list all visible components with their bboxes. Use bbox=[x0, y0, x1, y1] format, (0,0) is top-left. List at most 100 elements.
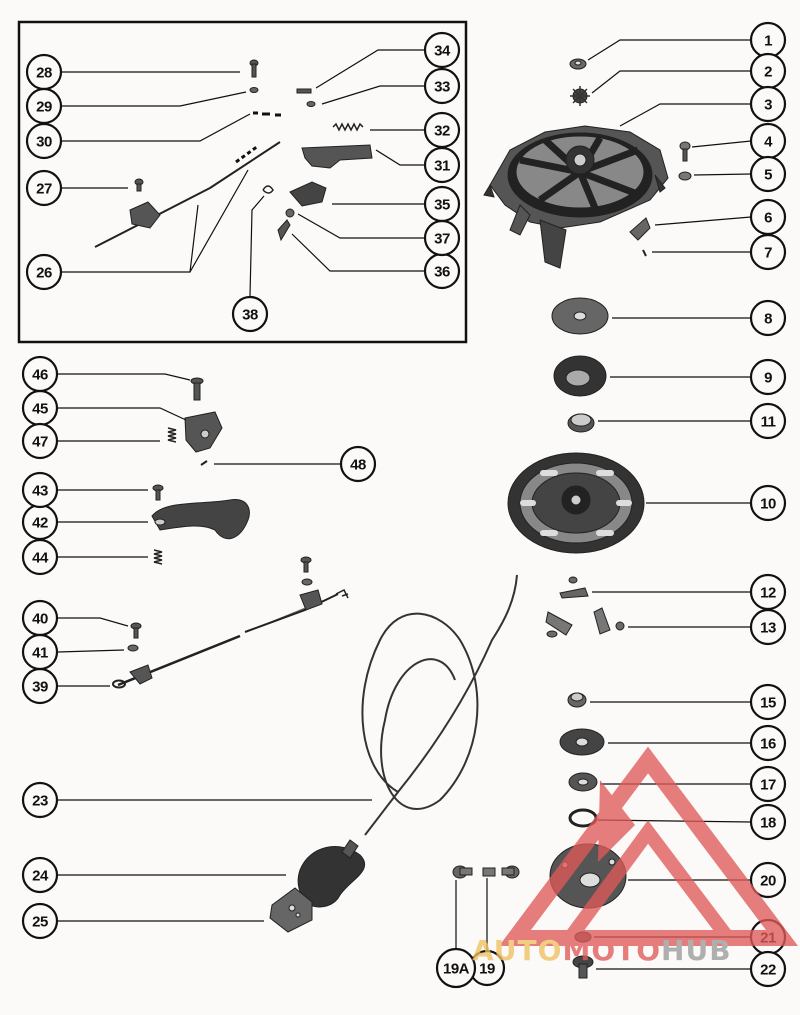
part-screw-4 bbox=[679, 141, 691, 162]
callout-44: 44 bbox=[21, 538, 59, 576]
callout-circle bbox=[21, 633, 59, 671]
leader-29 bbox=[60, 91, 247, 107]
callout-circle bbox=[231, 295, 269, 333]
part-spring-clip-38 bbox=[262, 185, 274, 194]
watermark-text-auto: AUTO bbox=[472, 934, 562, 967]
callout-19A: 19A bbox=[435, 947, 477, 989]
callout-label: 37 bbox=[434, 231, 450, 248]
part-screw-28 bbox=[249, 59, 259, 78]
part-spring-44 bbox=[153, 549, 163, 565]
callout-label: 35 bbox=[434, 197, 450, 214]
part-screw-36 bbox=[277, 219, 291, 242]
part-spring-47 bbox=[167, 427, 177, 443]
callout-2: 2 bbox=[749, 52, 787, 90]
callout-label: 10 bbox=[760, 496, 776, 513]
callout-37: 37 bbox=[423, 219, 461, 257]
callout-40: 40 bbox=[21, 599, 59, 637]
part-screw-43 bbox=[152, 484, 164, 501]
callout-label: 9 bbox=[764, 370, 772, 387]
callout-label: 3 bbox=[764, 97, 772, 114]
callout-label: 11 bbox=[761, 414, 776, 431]
callout-label: 26 bbox=[36, 265, 52, 282]
part-screw-27 bbox=[134, 178, 144, 192]
callout-label: 5 bbox=[764, 167, 772, 184]
callout-circle bbox=[21, 355, 59, 393]
callout-label: 39 bbox=[32, 679, 48, 696]
part-rope-23 bbox=[361, 574, 518, 836]
callout-9: 9 bbox=[749, 358, 787, 396]
callout-circle bbox=[423, 219, 461, 257]
leader-38 bbox=[249, 195, 265, 297]
part-washer-17 bbox=[568, 772, 598, 792]
leader-33 bbox=[321, 85, 425, 105]
callout-circle bbox=[749, 683, 787, 721]
callout-circle bbox=[749, 358, 787, 396]
part-washer-33 bbox=[306, 101, 316, 107]
part-washer-5 bbox=[678, 171, 692, 181]
part-disc-8 bbox=[551, 297, 609, 335]
callout-34: 34 bbox=[423, 31, 461, 69]
callout-8: 8 bbox=[749, 299, 787, 337]
callout-circle bbox=[749, 861, 787, 899]
part-pin-48 bbox=[200, 460, 208, 466]
callout-circle bbox=[749, 155, 787, 193]
callout-label: 30 bbox=[36, 134, 52, 151]
callout-label: 18 bbox=[760, 815, 776, 832]
callout-47: 47 bbox=[21, 422, 59, 460]
leader-1 bbox=[587, 39, 751, 61]
callout-circle bbox=[25, 253, 63, 291]
callout-29: 29 bbox=[25, 87, 63, 125]
callout-circle bbox=[423, 31, 461, 69]
svg-text:AUTOMOTOHUB: AUTOMOTOHUB bbox=[472, 934, 732, 967]
callout-26: 26 bbox=[25, 253, 63, 291]
part-link-rod-26 bbox=[94, 141, 281, 248]
callout-41: 41 bbox=[21, 633, 59, 671]
callout-circle bbox=[25, 169, 63, 207]
callout-15: 15 bbox=[749, 683, 787, 721]
callout-label: 24 bbox=[32, 868, 49, 885]
part-throttle-lever-31 bbox=[301, 144, 373, 169]
leader-5 bbox=[693, 173, 752, 176]
watermark-text-moto: MOTO bbox=[562, 934, 661, 967]
part-pawl-6 bbox=[629, 217, 651, 241]
callout-38: 38 bbox=[231, 295, 269, 333]
leader-4 bbox=[691, 140, 752, 148]
callout-label: 47 bbox=[32, 434, 48, 451]
callout-circle bbox=[749, 608, 787, 646]
callout-1: 1 bbox=[749, 21, 787, 59]
part-washer-29 bbox=[249, 87, 259, 93]
part-washer-16 bbox=[559, 728, 605, 756]
callout-3: 3 bbox=[749, 85, 787, 123]
callout-label: 38 bbox=[242, 307, 258, 324]
callout-label: 46 bbox=[32, 367, 48, 384]
callout-12: 12 bbox=[749, 573, 787, 611]
callout-circle bbox=[339, 445, 377, 483]
callout-circle bbox=[749, 233, 787, 271]
callout-label: 45 bbox=[32, 401, 48, 418]
callout-43: 43 bbox=[21, 471, 59, 509]
callout-circle bbox=[749, 803, 787, 841]
leader-46 bbox=[58, 373, 191, 381]
callout-circle bbox=[21, 781, 59, 819]
callout-20: 20 bbox=[749, 861, 787, 899]
callout-label: 7 bbox=[764, 245, 772, 262]
callout-label: 34 bbox=[434, 43, 451, 60]
callout-32: 32 bbox=[423, 111, 461, 149]
callout-28: 28 bbox=[25, 53, 63, 91]
callout-7: 7 bbox=[749, 233, 787, 271]
callout-label: 20 bbox=[760, 873, 776, 890]
callout-circle bbox=[749, 85, 787, 123]
part-pawl-12 bbox=[559, 576, 589, 599]
part-washer-41 bbox=[127, 644, 139, 652]
callout-10: 10 bbox=[749, 484, 787, 522]
callout-22: 22 bbox=[749, 950, 787, 988]
callout-17: 17 bbox=[749, 765, 787, 803]
callout-circle bbox=[21, 422, 59, 460]
leader-2 bbox=[591, 70, 751, 94]
part-nut-37 bbox=[285, 208, 295, 218]
callout-circle bbox=[21, 856, 59, 894]
callout-label: 12 bbox=[760, 585, 776, 602]
callout-48: 48 bbox=[339, 445, 377, 483]
part-pulley-10 bbox=[507, 452, 645, 554]
